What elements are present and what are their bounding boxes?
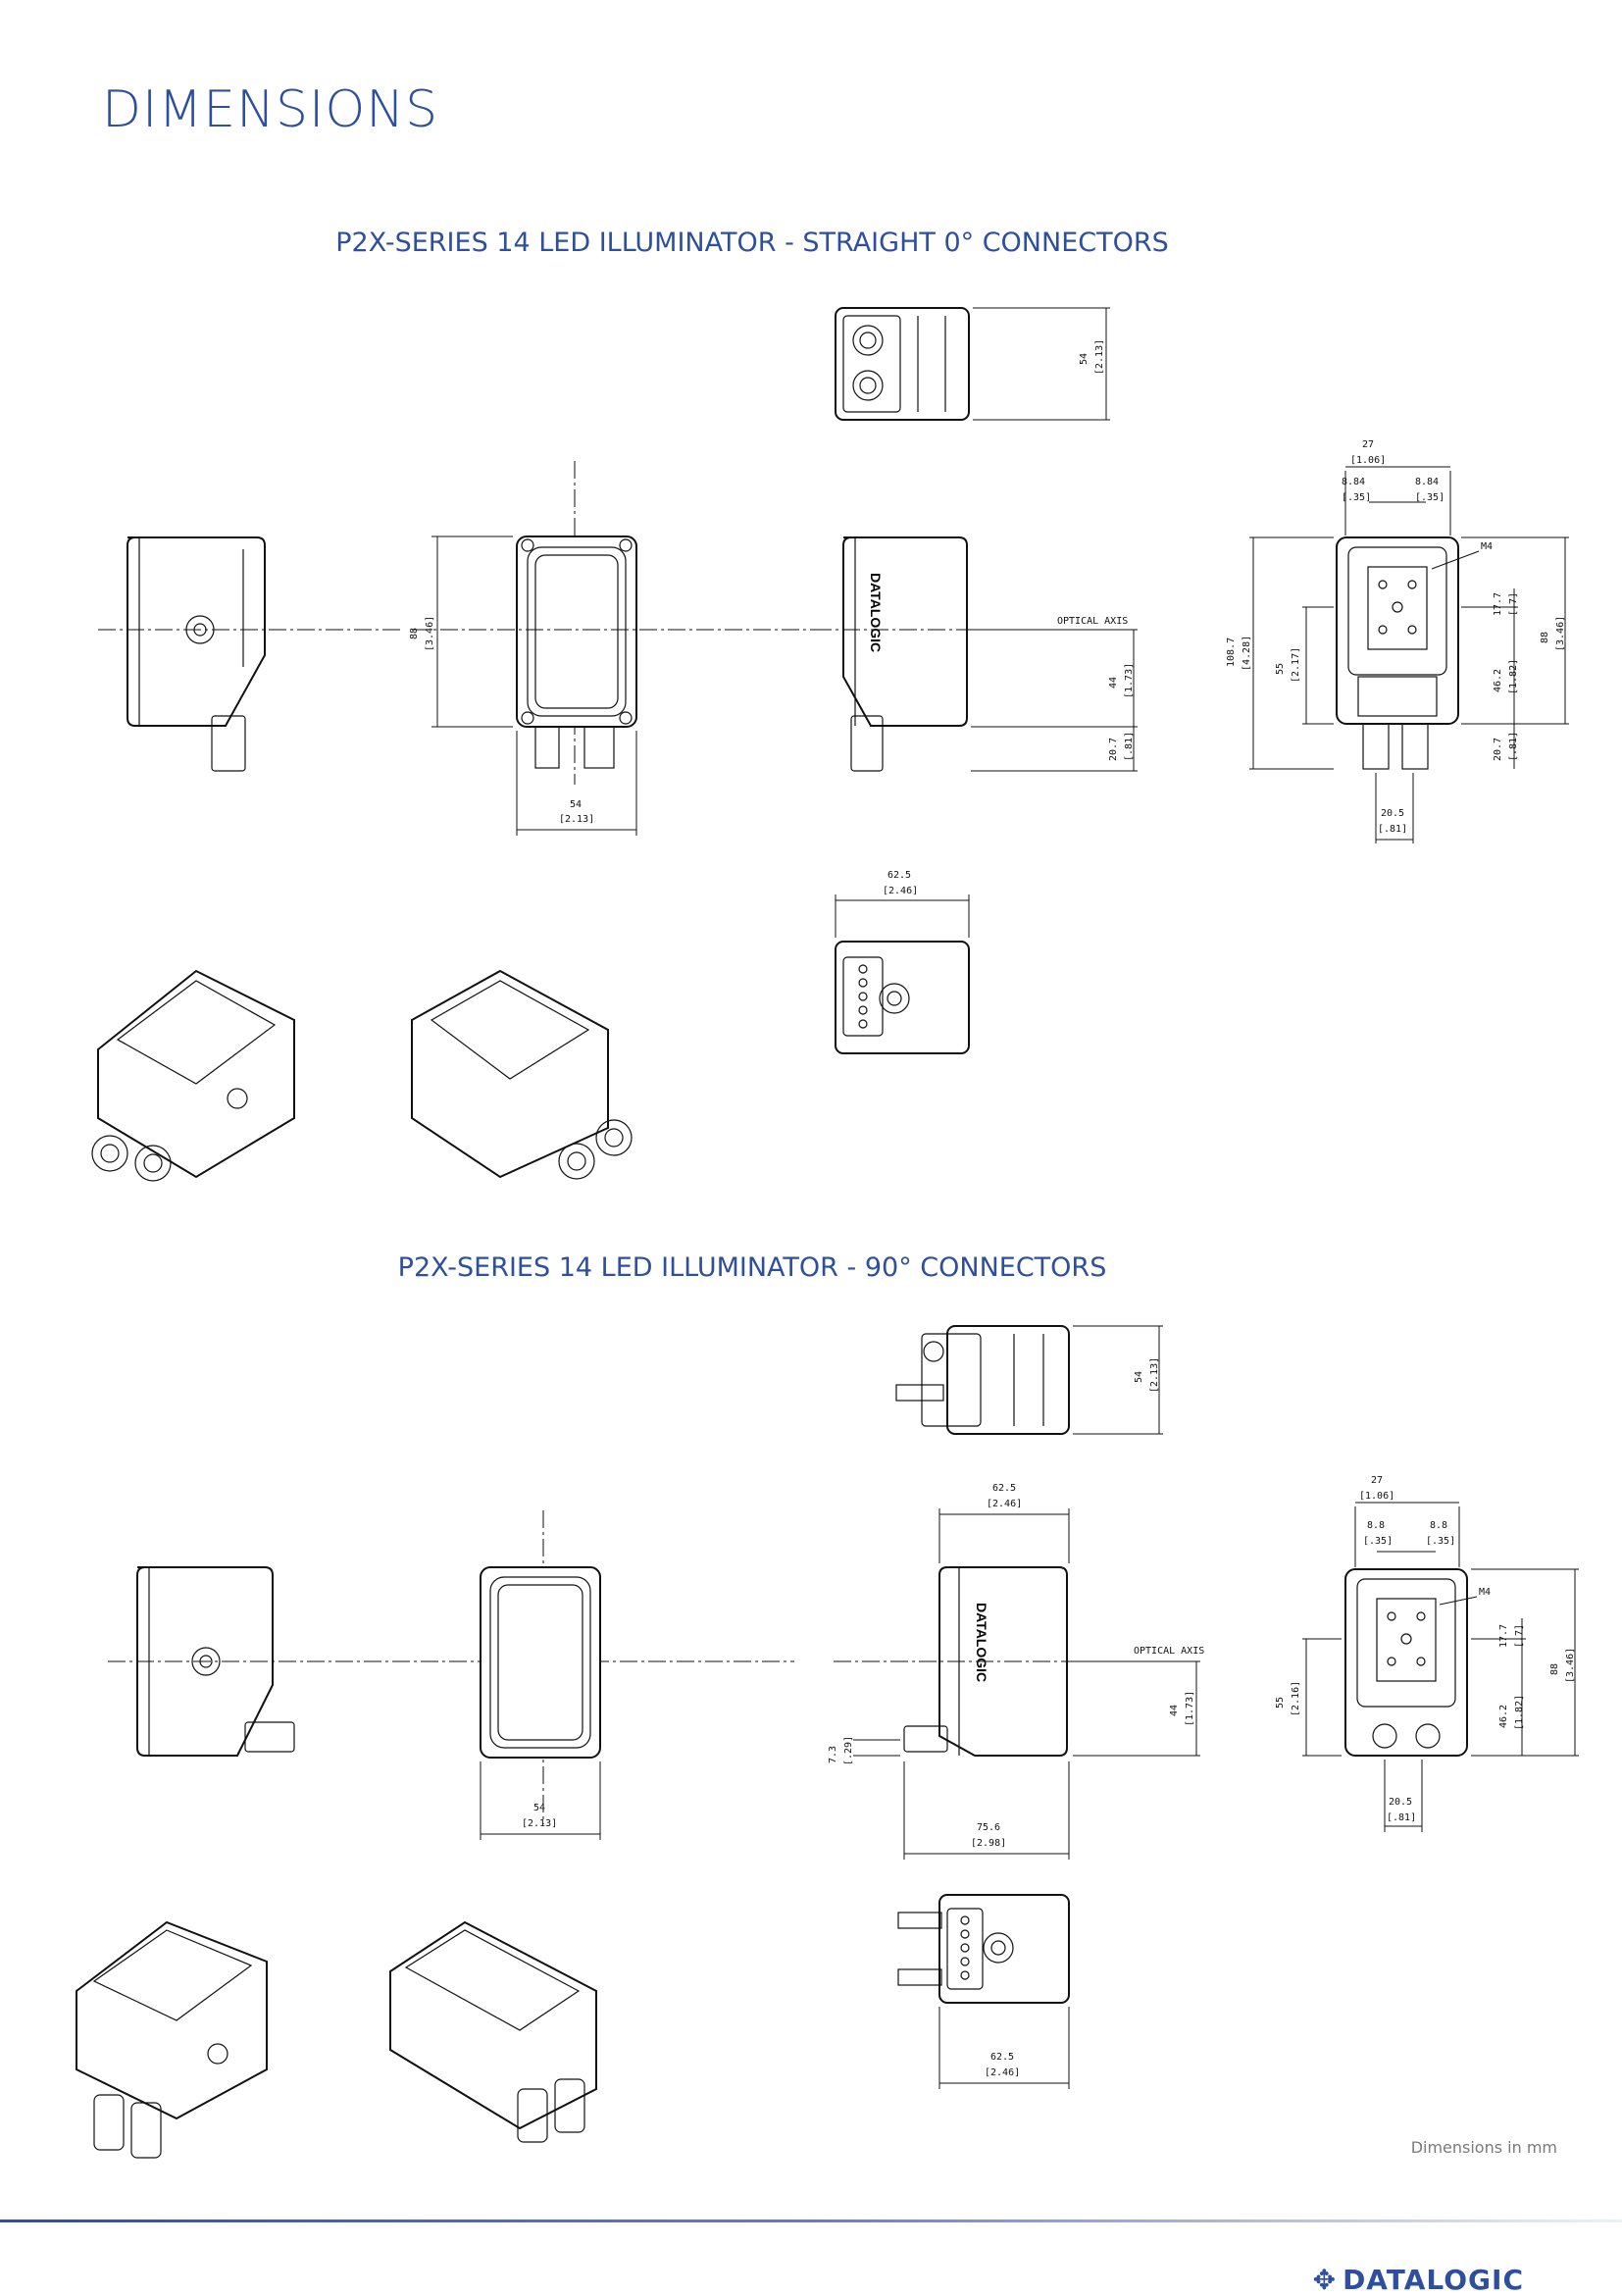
s2-back-88-in: [3.46]: [1565, 1648, 1576, 1683]
s1-bottom-width-in: [2.46]: [883, 886, 918, 896]
s1-back-207-in: [.81]: [1508, 732, 1519, 761]
s1-axis-44: 44: [1108, 677, 1119, 689]
s1-isometric-view-left: [91, 969, 295, 1182]
s1-right-side-view: DATALOGIC OPTICAL AXIS 44 [1.73] 20.7 [.…: [814, 536, 1138, 772]
s2-bottom-width: 62.5: [990, 2052, 1014, 2063]
s2-front-width: 54: [533, 1803, 545, 1813]
s1-back-88: 88: [1540, 632, 1550, 643]
s1-top-height-in: [2.13]: [1094, 339, 1105, 375]
s1-back-177: 17.7: [1493, 592, 1503, 616]
s1-top-view: 54 [2.13]: [835, 307, 1110, 421]
s1-back-177-in: [.7]: [1508, 592, 1519, 616]
s2-back-88a-in: [.35]: [1363, 1536, 1393, 1547]
s1-conn-20-7: 20.7: [1108, 738, 1119, 761]
s2-axis-44-in: [1.73]: [1185, 1691, 1195, 1726]
s2-axis-44: 44: [1169, 1705, 1180, 1716]
s1-back-884a-in: [.35]: [1342, 492, 1371, 503]
s1-side-brand: DATALOGIC: [868, 573, 884, 652]
s2-side-756: 75.6: [977, 1822, 1000, 1833]
s2-side-756-in: [2.98]: [971, 1838, 1006, 1849]
s1-back-205-in: [.81]: [1378, 824, 1407, 835]
s1-back-27-in: [1.06]: [1350, 455, 1386, 466]
s2-side-width: 62.5: [992, 1483, 1016, 1494]
s2-back-27: 27: [1371, 1475, 1383, 1486]
page-title: DIMENSIONS: [102, 80, 439, 139]
s2-conn-7-3: 7.3: [828, 1746, 838, 1763]
s1-optical-axis: OPTICAL AXIS: [1057, 616, 1128, 627]
s1-front-view: 88 [3.46] 54 [2.13]: [409, 461, 814, 836]
s2-side-width-in: [2.46]: [987, 1499, 1022, 1509]
s2-back-88b-in: [.35]: [1426, 1536, 1455, 1547]
s2-side-brand: DATALOGIC: [974, 1603, 989, 1682]
section-title-straight: P2X-SERIES 14 LED ILLUMINATOR - STRAIGHT…: [335, 228, 1169, 258]
s1-conn-20-7-in: [.81]: [1124, 732, 1135, 761]
s2-back-view: 27 [1.06] 8.8 [.35] 8.8 [.35] M4 55 [2.1…: [1275, 1475, 1579, 1832]
s1-back-884b-in: [.35]: [1415, 492, 1445, 503]
s1-back-462-in: [1.82]: [1508, 659, 1519, 694]
s2-back-462-in: [1.82]: [1514, 1695, 1525, 1730]
s1-back-view: 27 [1.06] 8.84 [.35] 8.84 [.35] M4 108.7…: [1226, 439, 1569, 843]
s2-back-88b: 8.8: [1430, 1520, 1447, 1531]
s1-back-205: 20.5: [1381, 808, 1404, 819]
s1-axis-44-in: [1.73]: [1124, 663, 1135, 698]
s2-conn-7-3-in: [.29]: [843, 1736, 854, 1765]
s1-front-height: 88: [409, 628, 420, 639]
s1-back-884b: 8.84: [1415, 477, 1439, 487]
s2-back-88a: 8.8: [1367, 1520, 1385, 1531]
s1-top-height: 54: [1079, 353, 1090, 365]
s2-optical-axis: OPTICAL AXIS: [1134, 1646, 1204, 1657]
s1-isometric-view-right: [411, 969, 633, 1180]
s1-bottom-view: 62.5 [2.46]: [835, 870, 970, 1054]
s2-front-width-in: [2.13]: [522, 1818, 557, 1829]
s2-back-205: 20.5: [1389, 1797, 1412, 1808]
s2-back-177-in: [.7]: [1514, 1624, 1525, 1648]
s2-back-m4: M4: [1479, 1587, 1491, 1598]
s1-back-55: 55: [1275, 663, 1286, 675]
s2-bottom-width-in: [2.46]: [985, 2067, 1020, 2078]
s2-top-height: 54: [1134, 1371, 1144, 1383]
s1-front-height-in: [3.46]: [425, 616, 435, 651]
s2-front-view: 54 [2.13]: [480, 1510, 601, 1840]
s1-back-207: 20.7: [1493, 738, 1503, 761]
s2-back-177: 17.7: [1498, 1624, 1509, 1648]
s2-back-205-in: [.81]: [1387, 1812, 1416, 1823]
s1-back-462: 46.2: [1493, 669, 1503, 692]
s2-back-462: 46.2: [1498, 1705, 1509, 1728]
s2-left-side-view: [108, 1566, 794, 1757]
s2-bottom-view: 62.5 [2.46]: [897, 1894, 1070, 2089]
s2-back-27-in: [1.06]: [1359, 1491, 1394, 1502]
s1-back-88-in: [3.46]: [1555, 616, 1566, 651]
s1-back-27: 27: [1362, 439, 1374, 450]
s1-back-1087-in: [4.28]: [1242, 636, 1252, 671]
s2-top-view: 54 [2.13]: [895, 1325, 1163, 1435]
s2-back-55-in: [2.16]: [1291, 1681, 1301, 1716]
s1-back-m4: M4: [1481, 541, 1493, 552]
s2-right-side-view: DATALOGIC OPTICAL AXIS 62.5 [2.46] 44 [1…: [828, 1483, 1204, 1860]
brand-name: DATALOGIC: [1343, 2264, 1524, 2296]
s1-front-width: 54: [570, 799, 582, 810]
units-note: Dimensions in mm: [1410, 2138, 1557, 2157]
footer-divider: [0, 2219, 1622, 2222]
s1-left-side-view: [98, 536, 404, 772]
s1-back-55-in: [2.17]: [1291, 647, 1301, 683]
s1-back-884a: 8.84: [1342, 477, 1365, 487]
s2-back-55: 55: [1275, 1697, 1286, 1709]
s2-back-88: 88: [1549, 1663, 1560, 1675]
brand-icon: ✥: [1312, 2264, 1338, 2296]
s1-back-1087: 108.7: [1226, 638, 1237, 667]
s2-isometric-view-right: [389, 1920, 597, 2143]
section-title-90deg: P2X-SERIES 14 LED ILLUMINATOR - 90° CONN…: [397, 1252, 1107, 1283]
s2-top-height-in: [2.13]: [1149, 1357, 1160, 1393]
s2-isometric-view-left: [76, 1920, 268, 2159]
brand-logo: ✥DATALOGIC: [1313, 2264, 1524, 2296]
s1-bottom-width: 62.5: [887, 870, 911, 881]
s1-front-width-in: [2.13]: [559, 814, 594, 825]
